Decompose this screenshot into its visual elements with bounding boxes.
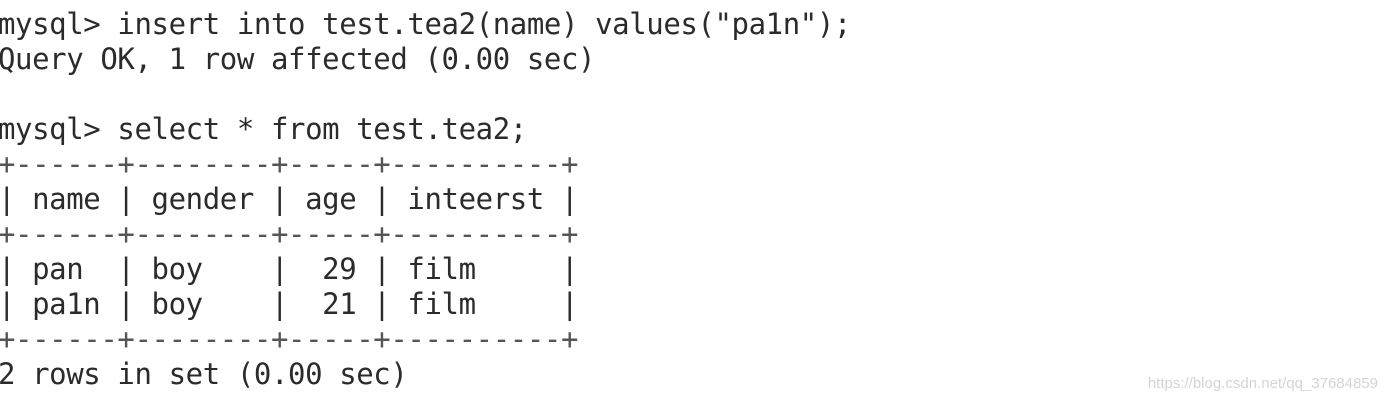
- insert-command-line: mysql> insert into test.tea2(name) value…: [0, 7, 851, 41]
- terminal-output: mysql> insert into test.tea2(name) value…: [0, 7, 851, 392]
- insert-result-line: Query OK, 1 row affected (0.00 sec): [0, 42, 596, 76]
- select-command-line: mysql> select * from test.tea2;: [0, 112, 527, 146]
- rows-in-set-line: 2 rows in set (0.00 sec): [0, 357, 408, 391]
- table-header-border: +------+--------+-----+----------+: [0, 217, 579, 251]
- table-row: | pan | boy | 29 | film |: [0, 252, 579, 286]
- watermark-text: https://blog.csdn.net/qq_37684859: [1147, 375, 1378, 392]
- table-bottom-border: +------+--------+-----+----------+: [0, 322, 579, 356]
- table-top-border: +------+--------+-----+----------+: [0, 147, 579, 181]
- blank-line: [0, 77, 851, 112]
- table-row: | pa1n | boy | 21 | film |: [0, 287, 579, 321]
- table-header-row: | name | gender | age | inteerst |: [0, 182, 579, 216]
